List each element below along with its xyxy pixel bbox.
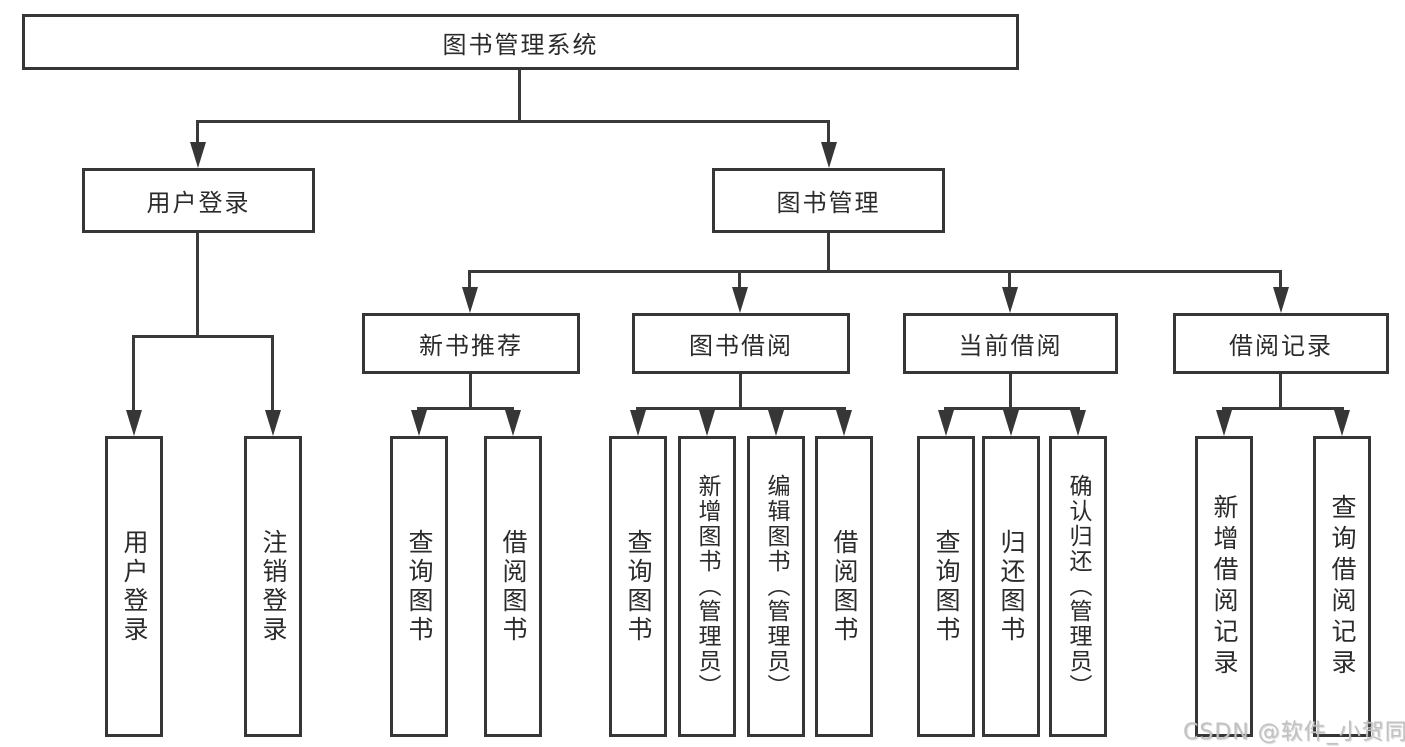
arrow-down-icon [462, 287, 478, 313]
arrow-down-icon [821, 142, 837, 168]
node-book-borrowing: 图书借阅 [632, 313, 850, 374]
node-book-management: 图书管理 [712, 168, 945, 233]
arrow-down-icon [411, 410, 427, 436]
node-leaf-query-books-recommend: 查询图书 [390, 436, 448, 737]
arrow-down-icon [1334, 410, 1350, 436]
node-leaf-user-login: 用户登录 [105, 436, 163, 737]
connector-line [1279, 270, 1282, 291]
connector-line [468, 270, 1282, 273]
node-leaf-borrow-books-borrowing: 借阅图书 [815, 436, 873, 737]
arrow-down-icon [505, 410, 521, 436]
arrow-down-icon [836, 410, 852, 436]
arrow-down-icon [190, 142, 206, 168]
node-leaf-add-books-admin: 新增图书（管理员） [678, 436, 736, 737]
connector-line [827, 120, 830, 146]
connector-line [132, 335, 135, 412]
arrow-down-icon [265, 410, 281, 436]
arrow-down-icon [699, 410, 715, 436]
arrow-down-icon [1273, 287, 1289, 313]
connector-line [196, 233, 199, 337]
arrow-down-icon [1216, 410, 1232, 436]
connector-line [518, 70, 521, 120]
connector-line [827, 233, 830, 272]
node-leaf-confirm-return-admin: 确认归还（管理员） [1049, 436, 1107, 737]
arrow-down-icon [126, 410, 142, 436]
node-leaf-borrow-books-recommend: 借阅图书 [484, 436, 542, 737]
node-leaf-return-books: 归还图书 [982, 436, 1040, 737]
arrow-down-icon [1003, 410, 1019, 436]
connector-line [271, 335, 274, 412]
arrow-down-icon [938, 410, 954, 436]
csdn-watermark: CSDN @软件_小贺同学 [1183, 720, 1405, 745]
connector-line [417, 407, 514, 410]
connector-line [196, 120, 830, 123]
connector-line [1008, 270, 1011, 291]
node-leaf-logout: 注销登录 [244, 436, 302, 737]
node-leaf-edit-books-admin: 编辑图书（管理员） [747, 436, 805, 737]
connector-line [636, 407, 846, 410]
connector-line [1009, 374, 1012, 409]
node-root: 图书管理系统 [22, 14, 1019, 70]
node-leaf-query-books-borrowing: 查询图书 [609, 436, 667, 737]
arrow-down-icon [630, 410, 646, 436]
connector-line [196, 120, 199, 146]
node-current-borrowing: 当前借阅 [903, 313, 1118, 374]
connector-line [1279, 374, 1282, 409]
node-leaf-query-borrow-record: 查询借阅记录 [1313, 436, 1371, 737]
node-borrowing-records: 借阅记录 [1173, 313, 1389, 374]
arrow-down-icon [732, 287, 748, 313]
arrow-down-icon [1070, 410, 1086, 436]
node-leaf-query-books-current: 查询图书 [917, 436, 975, 737]
connector-line [468, 270, 471, 291]
connector-line [739, 374, 742, 409]
arrow-down-icon [1002, 287, 1018, 313]
connector-line [469, 374, 472, 409]
connector-line [132, 335, 274, 338]
node-leaf-add-borrow-record: 新增借阅记录 [1195, 436, 1253, 737]
connector-line [738, 270, 741, 291]
node-new-book-recommend: 新书推荐 [362, 313, 580, 374]
arrow-down-icon [768, 410, 784, 436]
node-user-login: 用户登录 [82, 168, 315, 233]
connector-line [1222, 407, 1344, 410]
connector-line [944, 407, 1080, 410]
